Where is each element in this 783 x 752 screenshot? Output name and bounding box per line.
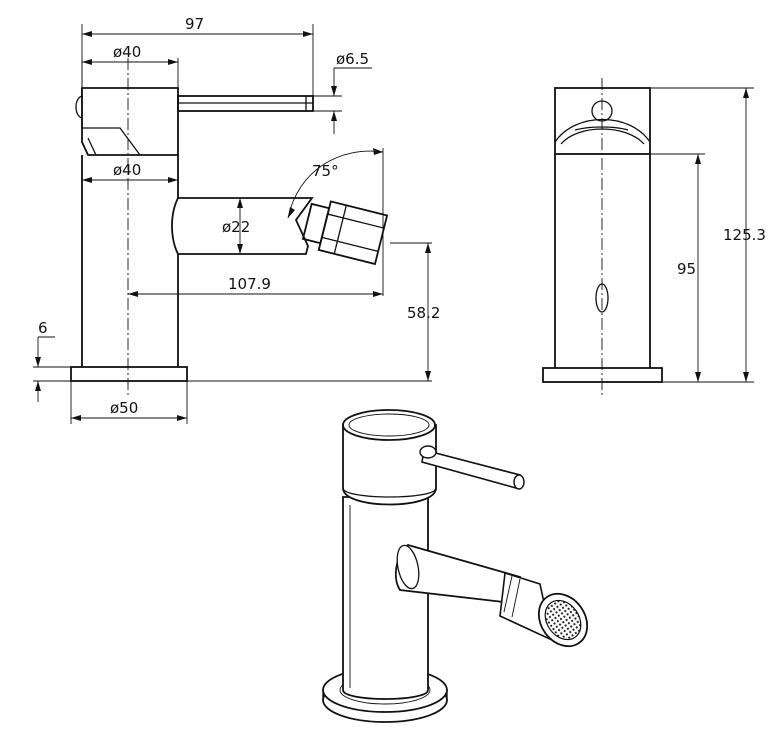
- spout-outlet: [595, 283, 609, 313]
- dim-body-height: 95: [677, 260, 696, 278]
- dim-base-thickness: 6: [38, 319, 48, 337]
- isometric-view: [322, 409, 589, 723]
- side-base-plate: [542, 367, 663, 383]
- dim-total-width: 97: [185, 15, 204, 33]
- dim-total-height: 125.3: [723, 226, 766, 244]
- front-view: 97 ø40 ø6.5 ø40 75° ø22 107.9: [33, 15, 440, 424]
- aerator-mesh: [544, 599, 582, 641]
- handle-head-outline: [81, 87, 179, 156]
- dim-body-diameter: ø40: [113, 161, 141, 179]
- dim-spout-diameter: ø22: [222, 218, 250, 236]
- iso-lever: [419, 445, 525, 490]
- dim-spout-height: 58.2: [407, 304, 440, 322]
- dim-lever-diameter: ø6.5: [336, 50, 369, 68]
- dim-spout-reach: 107.9: [228, 275, 271, 293]
- handle-cap: [75, 95, 83, 119]
- iso-body: [342, 496, 429, 700]
- iso-aerator: [499, 571, 589, 648]
- dim-spout-angle: 75°: [312, 162, 339, 180]
- lever-hole: [591, 100, 613, 122]
- aerator-nozzle: [301, 200, 389, 266]
- dim-base-diameter: ø50: [110, 399, 138, 417]
- base-plate: [70, 366, 188, 382]
- side-handle-head: [554, 87, 651, 155]
- side-view: 95 125.3: [542, 78, 766, 398]
- spout-body: [171, 197, 314, 255]
- dim-head-diameter: ø40: [113, 43, 141, 61]
